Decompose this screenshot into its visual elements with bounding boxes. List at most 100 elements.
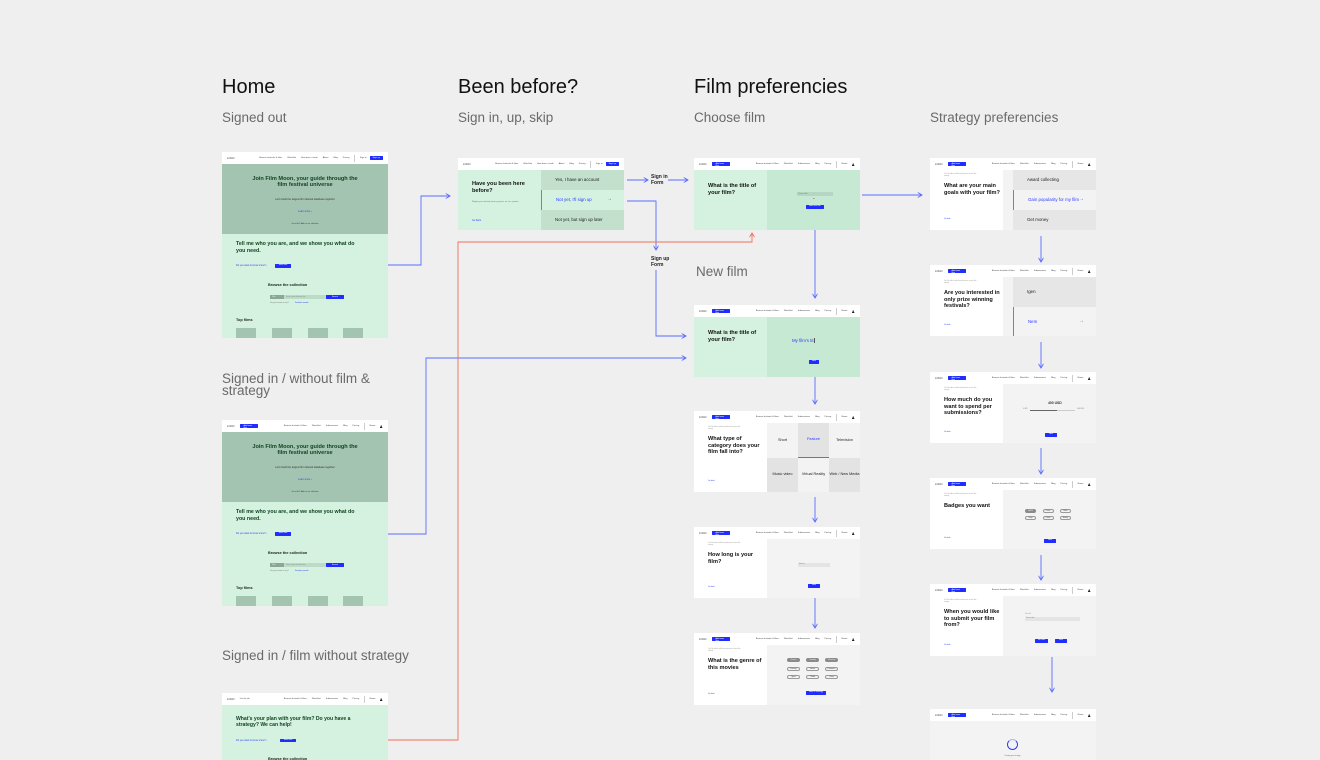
- logo[interactable]: LOGO: [699, 162, 707, 166]
- nav-link[interactable]: Blog: [343, 425, 348, 427]
- nav-link[interactable]: Pricing: [352, 698, 360, 700]
- logo[interactable]: LOGO: [935, 376, 943, 380]
- spend-slider[interactable]: [1030, 410, 1075, 411]
- nav-link[interactable]: Pricing: [824, 532, 832, 534]
- nav-link[interactable]: Watchlist: [1019, 714, 1029, 716]
- nav-link[interactable]: Pricing: [342, 157, 350, 159]
- nav-link[interactable]: Submissions: [325, 425, 339, 427]
- back-link[interactable]: Go back: [944, 431, 951, 433]
- strategy-know-more-link[interactable]: Do you want to know more? ›: [236, 739, 268, 742]
- search-input[interactable]: Search your favorite film: [284, 295, 326, 299]
- add-new-film-button[interactable]: Add new film: [711, 162, 730, 167]
- genre-chip[interactable]: Thriller: [806, 675, 819, 679]
- nav-link[interactable]: Submissions: [1033, 163, 1047, 165]
- user-name[interactable]: Name: [369, 425, 376, 427]
- film-chip[interactable]: Your film title: [239, 698, 250, 700]
- know-more-link[interactable]: Do you want to know more? ›: [236, 264, 268, 267]
- genre-chip[interactable]: Crime: [825, 675, 838, 679]
- option-2[interactable]: Not yet, but sign up later: [541, 210, 624, 230]
- genre-chip[interactable]: Comedy: [806, 658, 819, 662]
- nav-link[interactable]: How does it work: [537, 163, 554, 165]
- user-name[interactable]: Name: [841, 310, 848, 312]
- nav-link[interactable]: Pricing: [578, 163, 586, 165]
- nav-link[interactable]: About: [558, 163, 565, 165]
- user-name[interactable]: Name: [841, 416, 848, 418]
- festivals-link[interactable]: Festivals around ›: [295, 570, 310, 572]
- add-new-film-button[interactable]: Add new film: [947, 376, 966, 381]
- nav-link[interactable]: Watchlist: [311, 425, 321, 427]
- nav-link[interactable]: Pricing: [1060, 163, 1068, 165]
- user-icon[interactable]: ♟: [1087, 375, 1091, 381]
- nav-link[interactable]: Blog: [1051, 589, 1056, 591]
- logo[interactable]: LOGO: [935, 162, 943, 166]
- nav-link[interactable]: Browse festivals & films: [991, 377, 1015, 379]
- user-icon[interactable]: ♟: [379, 423, 383, 429]
- nav-link[interactable]: Blog: [1051, 377, 1056, 379]
- nav-link[interactable]: Watchlist: [783, 532, 793, 534]
- film-thumbnail[interactable]: [272, 328, 292, 338]
- next-to-strategy-button[interactable]: Next to strategy: [806, 691, 826, 695]
- option-2[interactable]: Get money: [1013, 210, 1096, 230]
- back-link[interactable]: Go back: [944, 537, 951, 539]
- nav-link[interactable]: Watchlist: [783, 416, 793, 418]
- nav-link[interactable]: Browse festivals & films: [991, 714, 1015, 716]
- nav-link[interactable]: Browse festivals & films: [991, 483, 1015, 485]
- logo[interactable]: LOGO: [699, 415, 707, 419]
- film-thumbnail[interactable]: [308, 596, 328, 606]
- user-name[interactable]: Name: [1077, 483, 1084, 485]
- user-name[interactable]: Name: [841, 638, 848, 640]
- nav-link[interactable]: Blog: [1051, 270, 1056, 272]
- nav-link[interactable]: About: [322, 157, 329, 159]
- nav-link[interactable]: Pricing: [1060, 270, 1068, 272]
- search-button[interactable]: Search: [326, 295, 344, 299]
- badge-chip[interactable]: Emmy: [1060, 516, 1071, 520]
- nav-link[interactable]: Submissions: [797, 416, 811, 418]
- user-icon[interactable]: ♟: [1087, 481, 1091, 487]
- nav-link[interactable]: Blog: [815, 416, 820, 418]
- user-icon[interactable]: ♟: [851, 530, 855, 536]
- back-link[interactable]: Go back: [944, 324, 951, 326]
- next-button[interactable]: Next: [1044, 539, 1056, 543]
- user-name[interactable]: Name: [841, 532, 848, 534]
- logo[interactable]: LOGO: [935, 482, 943, 486]
- next-button[interactable]: Next: [1045, 433, 1057, 437]
- add-new-film-button[interactable]: Add new film: [947, 269, 966, 274]
- nav-link[interactable]: Pricing: [1060, 483, 1068, 485]
- sign-up-button[interactable]: Sign up: [369, 156, 383, 160]
- nav-link[interactable]: Submissions: [1033, 714, 1047, 716]
- nav-link[interactable]: Submissions: [1033, 377, 1047, 379]
- option-1[interactable]: Gain popularity for my film→: [1013, 190, 1096, 210]
- category-option[interactable]: Web / New Media: [829, 457, 860, 492]
- add-new-film-button[interactable]: Add new film: [947, 482, 966, 487]
- nav-link[interactable]: Browse festivals & films: [755, 163, 779, 165]
- category-option[interactable]: Music video: [767, 457, 798, 492]
- option-0[interactable]: Yes, I have an account: [541, 170, 624, 190]
- nav-link[interactable]: Pricing: [824, 310, 832, 312]
- logo[interactable]: LOGO: [699, 309, 707, 313]
- category-option[interactable]: Short: [767, 423, 798, 458]
- sign-in-link[interactable]: Sign in: [595, 163, 603, 165]
- user-icon[interactable]: ♟: [1087, 161, 1091, 167]
- know-more-link[interactable]: Do you want to know more? ›: [236, 532, 268, 535]
- add-new-film-button[interactable]: Add new film: [711, 637, 730, 642]
- nav-link[interactable]: Pricing: [1060, 714, 1068, 716]
- next-button[interactable]: Next: [809, 360, 819, 364]
- nav-link[interactable]: Browse festivals & films: [755, 638, 779, 640]
- logo[interactable]: LOGO: [935, 588, 943, 592]
- search-select[interactable]: Film: [270, 563, 284, 567]
- nav-link[interactable]: Blog: [1051, 714, 1056, 716]
- back-link[interactable]: Go back: [472, 219, 481, 222]
- user-icon[interactable]: ♟: [1087, 587, 1091, 593]
- nav-link[interactable]: Watchlist: [783, 638, 793, 640]
- search-select[interactable]: Film: [270, 295, 284, 299]
- category-option[interactable]: Television: [829, 423, 860, 458]
- festivals-link[interactable]: Festivals around ›: [295, 302, 310, 304]
- start-now-button[interactable]: Start now: [275, 532, 291, 536]
- user-name[interactable]: Name: [841, 163, 848, 165]
- nav-link[interactable]: Submissions: [1033, 483, 1047, 485]
- logo[interactable]: LOGO: [463, 162, 471, 166]
- learn-more-link[interactable]: Learn more ›: [298, 210, 312, 213]
- film-title-input[interactable]: My film's tit: [792, 338, 816, 343]
- genre-chip[interactable]: Horror: [806, 666, 819, 671]
- nav-link[interactable]: Browse festivals & films: [991, 589, 1015, 591]
